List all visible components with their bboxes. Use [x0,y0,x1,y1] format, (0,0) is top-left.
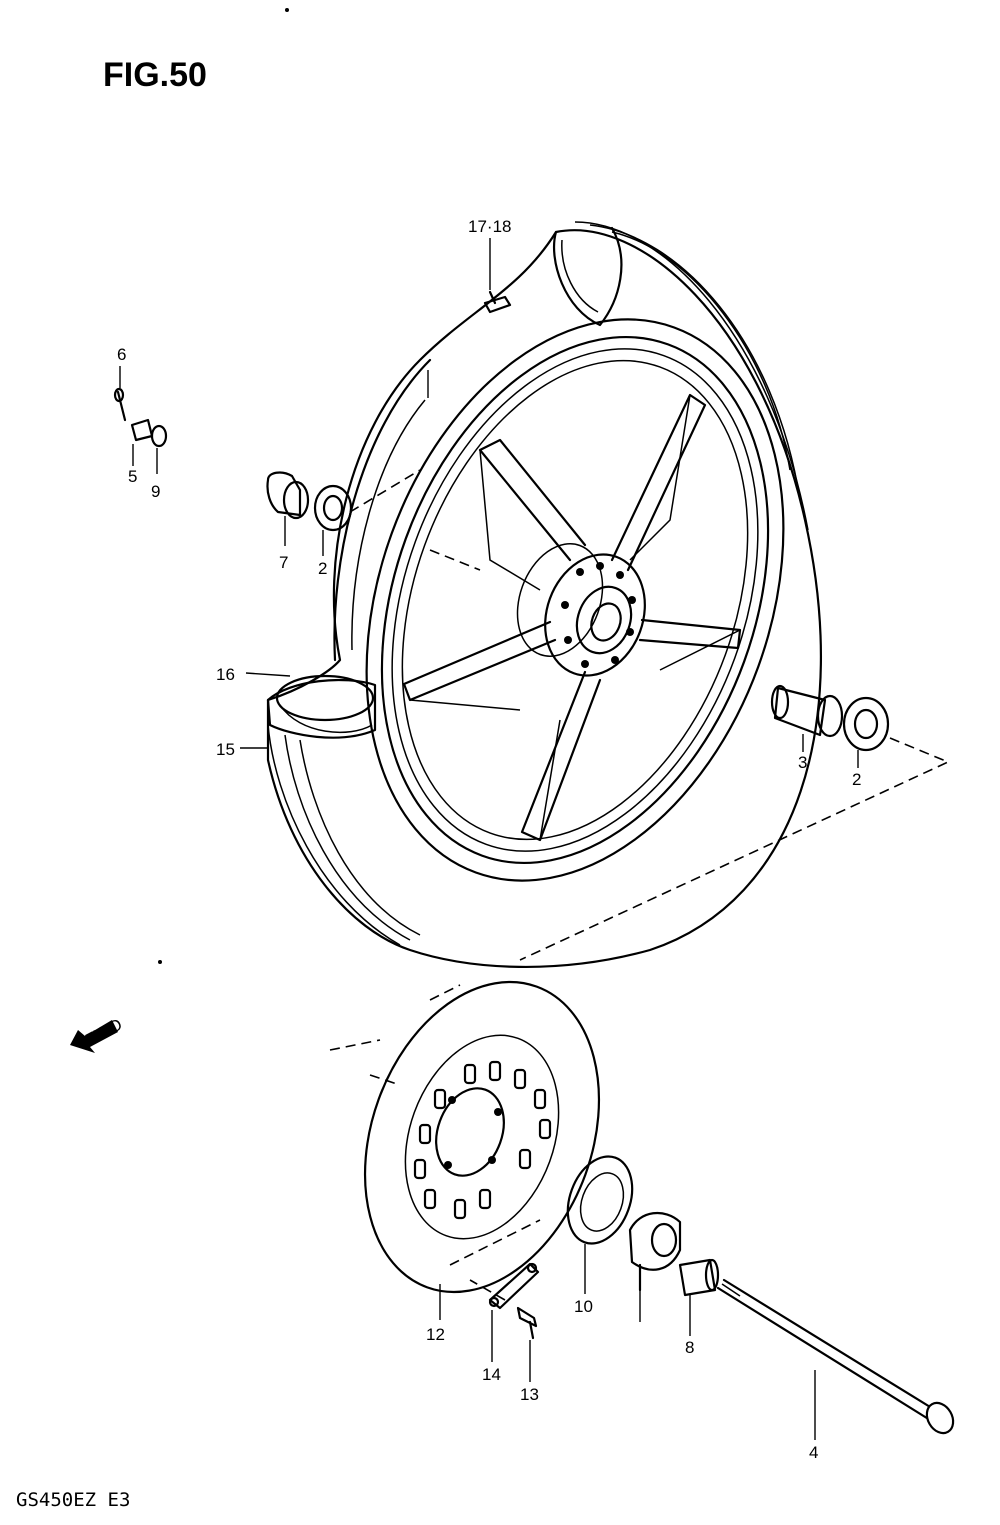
assembly-lines [329,469,950,1301]
part-label-2-right: 2 [852,770,861,789]
part-label-15: 15 [216,740,235,759]
washer-9 [150,424,168,448]
part-label-7: 7 [279,553,288,572]
part-label-8: 8 [685,1338,694,1357]
fwd-marker: FWD [82,1015,125,1050]
part-label-12: 12 [426,1325,445,1344]
part-label-3: 3 [798,753,807,772]
bearing-2-right [842,696,890,752]
part-label-17-18: 17·18 [468,217,511,236]
direction-arrow: FWD [70,1015,125,1053]
bolt-13 [516,1306,538,1340]
part-label-16: 16 [216,665,235,684]
wheel-assembly [266,221,822,968]
spacer-3 [770,684,844,738]
part-label-10: 10 [574,1297,593,1316]
part-label-9: 9 [151,482,160,501]
part-labels: 17·18 6 5 9 7 2 16 15 3 2 12 10 8 14 13 … [117,217,861,1462]
spacer-7 [266,471,310,520]
nut-5 [130,418,154,442]
tire-section [266,674,421,946]
part-label-2-left: 2 [318,559,327,578]
part-label-5: 5 [128,467,137,486]
part-label-14: 14 [482,1365,501,1384]
model-code: GS450EZ E3 [16,1489,130,1511]
lock-washer-14 [488,1262,540,1310]
bearing-2-left [313,484,353,532]
front-axle-4 [716,1278,955,1435]
figure-title: FIG.50 [103,56,207,94]
tube-section [552,226,623,327]
spacer-8 [678,1258,720,1297]
part-label-6: 6 [117,345,126,364]
gear-box-11 [628,1211,682,1292]
retainer-10 [566,1155,634,1245]
label-leaders [119,238,859,1440]
brake-disc-12 [363,980,601,1294]
part-label-13: 13 [520,1385,539,1404]
cotter-pin-6 [113,387,127,422]
part-label-4: 4 [809,1443,818,1462]
